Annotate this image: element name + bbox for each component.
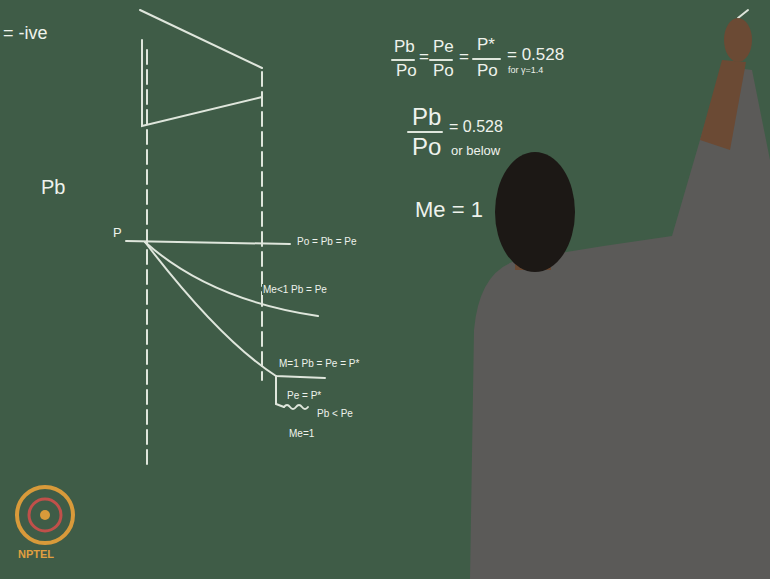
curve-label: Pe = P* bbox=[286, 390, 322, 401]
axis-label: Pb bbox=[40, 176, 66, 198]
condition-note: for γ=1.4 bbox=[507, 66, 544, 76]
fraction-denominator: Po bbox=[411, 134, 442, 160]
curve-label: Me=1 bbox=[288, 428, 315, 439]
fraction-numerator: Pe bbox=[432, 38, 455, 57]
fraction-denominator: Po bbox=[476, 62, 499, 81]
lecturer-figure bbox=[470, 18, 770, 579]
equals-sign: = bbox=[458, 48, 470, 67]
value-text: = 0.528 bbox=[506, 46, 565, 65]
equation-text: Me = 1 bbox=[414, 198, 484, 222]
axis-label: P bbox=[112, 226, 123, 240]
logo-text: NPTEL bbox=[17, 548, 55, 560]
fraction-numerator: Pb bbox=[393, 38, 416, 57]
nptel-logo bbox=[17, 487, 73, 543]
curve-label: Pb < Pe bbox=[316, 408, 354, 419]
curve-label: M=1 Pb = Pe = P* bbox=[278, 358, 360, 369]
curve-label: Me<1 Pb = Pe bbox=[262, 284, 328, 295]
fraction-numerator: Pb bbox=[411, 104, 442, 130]
note-text: or below bbox=[450, 144, 501, 158]
fraction-numerator: P* bbox=[476, 36, 496, 55]
note-text: = -ive bbox=[2, 24, 49, 44]
equals-sign: = bbox=[418, 48, 430, 67]
curve-label: Po = Pb = Pe bbox=[296, 236, 358, 247]
fraction-denominator: Po bbox=[395, 62, 418, 81]
value-text: = 0.528 bbox=[448, 118, 504, 136]
fraction-denominator: Po bbox=[432, 62, 455, 81]
